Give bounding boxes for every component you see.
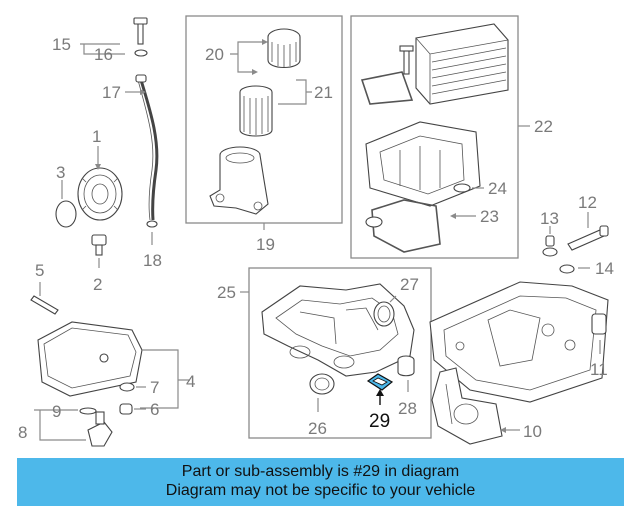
seal-part-26	[309, 373, 335, 395]
callout-8: 8	[18, 423, 27, 442]
callout-2: 2	[93, 275, 102, 294]
panel-intake-manifold	[248, 267, 432, 439]
bolt-upper	[399, 45, 414, 75]
callout-4: 4	[186, 372, 195, 391]
seal-part-9	[79, 407, 97, 415]
seal-part-24	[453, 183, 471, 193]
oil-pump-part-10	[431, 367, 503, 445]
seal-part-7	[119, 382, 135, 392]
filter-cap-part-20	[267, 28, 301, 69]
oil-pan-part-4	[37, 321, 143, 397]
bolt-part-2	[91, 234, 107, 256]
oil-cooler-part-22	[415, 23, 509, 105]
callout-15: 15	[52, 35, 71, 54]
callout-25: 25	[217, 283, 236, 302]
callout-22: 22	[534, 117, 553, 136]
dipstick-tube-part-17	[139, 79, 159, 221]
bolt-part-15	[133, 17, 148, 45]
callout-9: 9	[52, 402, 61, 421]
callout-29: 29	[369, 411, 390, 432]
upper-oil-pan-part-11	[429, 281, 609, 403]
gasket-upper	[360, 71, 414, 105]
oil-sensor-part-8	[87, 411, 113, 447]
leader-20	[230, 41, 262, 73]
banner-line-1: Part or sub-assembly is #29 in diagram	[181, 463, 460, 480]
bushing-part-28	[397, 355, 415, 377]
callout-10: 10	[523, 422, 542, 441]
leader-8	[34, 409, 86, 441]
callout-20: 20	[205, 45, 224, 64]
filter-element-part-21	[239, 85, 273, 137]
callout-27: 27	[400, 275, 419, 294]
leader-15	[80, 43, 125, 55]
callout-26: 26	[308, 419, 327, 438]
panel-oil-cooler	[350, 15, 519, 259]
callout-21: 21	[314, 83, 333, 102]
callout-6: 6	[150, 400, 159, 419]
parts-diagram: 15 16 17 18 1 3 2 5 4 7 6	[18, 15, 614, 447]
callout-19: 19	[256, 235, 275, 254]
callout-23: 23	[480, 207, 499, 226]
callout-1: 1	[92, 127, 101, 146]
seal-part-3	[55, 200, 77, 228]
callout-3: 3	[56, 163, 65, 182]
intake-manifold	[261, 283, 415, 377]
seal-part-14	[559, 264, 575, 274]
callout-12: 12	[578, 193, 597, 212]
leader-27	[389, 295, 397, 303]
callout-28: 28	[398, 399, 417, 418]
gasket-part-29-highlighted[interactable]	[366, 373, 394, 391]
callout-17: 17	[102, 83, 121, 102]
leader-4	[140, 349, 190, 409]
callout-5: 5	[35, 261, 44, 280]
cooler-housing	[365, 121, 481, 207]
seal-part-16	[134, 49, 148, 57]
info-banner: Part or sub-assembly is #29 in diagram D…	[17, 458, 624, 506]
banner-line-2: Diagram may not be specific to your vehi…	[165, 482, 476, 499]
filter-housing-part-19	[209, 146, 269, 215]
callout-7: 7	[150, 378, 159, 397]
callout-24: 24	[488, 179, 507, 198]
leader-21	[278, 79, 312, 105]
callout-14: 14	[595, 259, 614, 278]
sensor-part-5	[30, 295, 59, 315]
callout-18: 18	[143, 251, 162, 270]
seal-part-27	[373, 301, 395, 327]
callout-16: 16	[94, 45, 113, 64]
plug-part-13	[542, 235, 558, 257]
gasket-part-23	[365, 199, 441, 253]
plug-part-6	[119, 403, 133, 415]
pulley-part-1	[77, 167, 123, 221]
sensor-part-12	[567, 225, 609, 251]
callout-11: 11	[590, 360, 608, 379]
callout-13: 13	[540, 209, 559, 228]
